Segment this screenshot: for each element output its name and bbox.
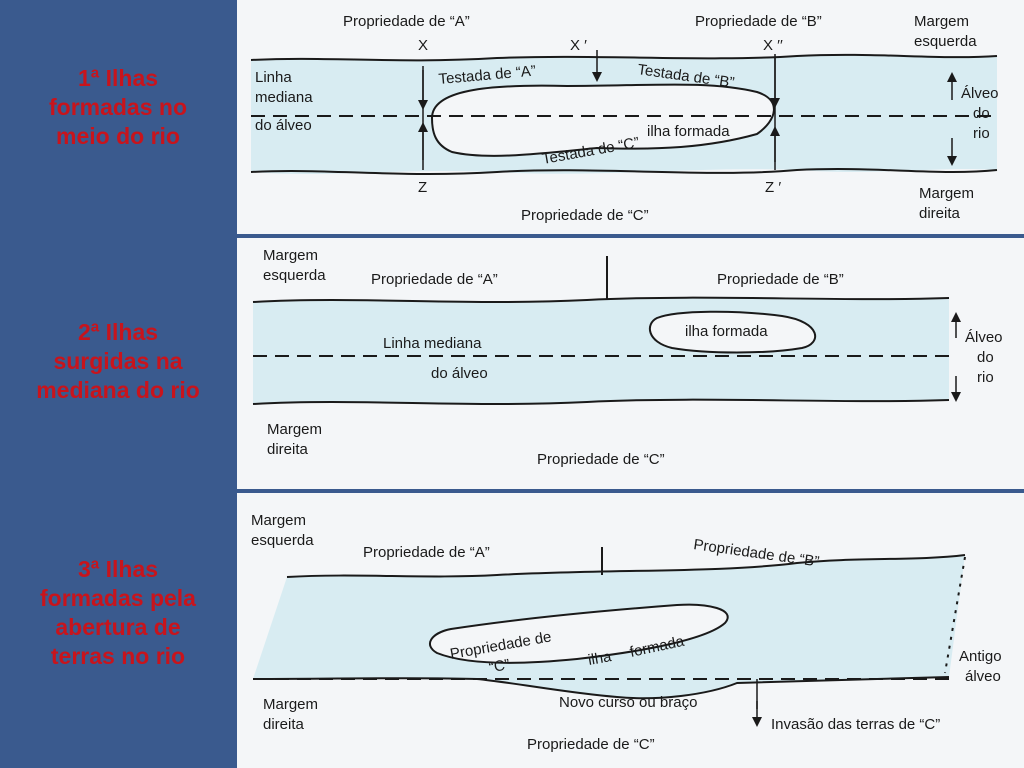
margem-direita-label: Margem direita: [263, 696, 318, 733]
z1-label: Z ′: [765, 179, 781, 196]
alveo-label: Álveo do rio: [961, 85, 999, 142]
diagram-3: Margem esquerda Propriedade de “A” Propri…: [251, 512, 1002, 753]
margem-direita-line: Margem: [263, 696, 318, 713]
caption-3-line: 3ª Ilhas: [77, 556, 159, 582]
alveo-label: Álveo do rio: [965, 329, 1003, 386]
prop-b-label: Propriedade de “B”: [717, 271, 844, 288]
antigo-alveo-line: álveo: [965, 668, 1001, 685]
caption-1: 1ª Ilhas formadas no meio do rio: [0, 64, 236, 151]
prop-c-label: Propriedade de “C”: [537, 451, 665, 468]
margem-esquerda-label: Margem esquerda: [914, 13, 977, 50]
river-water: [253, 297, 949, 404]
linha-mediana-line: mediana: [255, 89, 313, 106]
margem-esquerda-line: esquerda: [914, 33, 977, 50]
antigo-alveo-label: Antigo álveo: [959, 648, 1002, 685]
antigo-alveo-line: Antigo: [959, 648, 1002, 665]
x-label: X: [418, 37, 428, 54]
island-label: ilha formada: [647, 123, 730, 140]
left-panel: 1ª Ilhas formadas no meio do rio 2ª Ilha…: [0, 0, 236, 768]
margem-esquerda-label: Margem esquerda: [263, 247, 326, 284]
margem-direita-line: Margem: [267, 421, 322, 438]
invasao-label: Invasão das terras de “C”: [771, 716, 940, 733]
antigo-alveo-dotted: [944, 556, 966, 674]
diagram-panel-1: Propriedade de “A” Propriedade de “B” X …: [237, 0, 1024, 234]
caption-2-line: 2ª Ilhas: [77, 319, 159, 345]
right-bank-line: [252, 676, 950, 700]
island-label: ilha formada: [685, 323, 768, 340]
margem-esquerda-line: Margem: [914, 13, 969, 30]
caption-1-line: meio do rio: [56, 123, 180, 149]
left-bank-line: [250, 53, 998, 62]
island-prop-line: “C”: [488, 656, 511, 676]
diagram-panel-2: Margem esquerda Propriedade de “A” Propri…: [237, 238, 1024, 489]
novo-curso-label: Novo curso ou braço: [559, 694, 697, 711]
margem-direita-line: direita: [263, 716, 305, 733]
caption-2: 2ª Ilhas surgidas na mediana do rio: [0, 318, 236, 405]
caption-2-line: surgidas na: [53, 348, 183, 374]
prop-a-label: Propriedade de “A”: [343, 13, 470, 30]
diagram-panel-3: Margem esquerda Propriedade de “A” Propri…: [237, 493, 1024, 768]
margem-esquerda-label: Margem esquerda: [251, 512, 314, 549]
prop-c-label: Propriedade de “C”: [521, 207, 649, 224]
prop-a-label: Propriedade de “A”: [371, 271, 498, 288]
alveo-line: Álveo: [961, 85, 999, 102]
prop-b-label: Propriedade de “B”: [692, 536, 820, 570]
caption-3-line: abertura de: [55, 614, 181, 640]
caption-3-line: formadas pela: [40, 585, 196, 611]
margem-direita-line: Margem: [919, 185, 974, 202]
island-shape: [429, 603, 729, 664]
alveo-line: rio: [977, 369, 994, 386]
margem-esquerda-line: Margem: [251, 512, 306, 529]
linha-mediana-line: do álveo: [255, 117, 312, 134]
left-bank-line: [252, 296, 950, 303]
prop-c-label: Propriedade de “C”: [527, 736, 655, 753]
island-word-ilha: ilha: [587, 648, 614, 669]
alveo-line: Álveo: [965, 329, 1003, 346]
caption-3: 3ª Ilhas formadas pela abertura de terra…: [0, 555, 236, 671]
caption-3-line: terras no rio: [50, 643, 186, 669]
right-bank-line: [252, 398, 950, 405]
margem-direita-label: Margem direita: [267, 421, 322, 458]
prop-b-label: Propriedade de “B”: [695, 13, 822, 30]
right-bank-line: [250, 168, 998, 175]
margem-direita-line: direita: [919, 205, 961, 222]
diagram-2: Margem esquerda Propriedade de “A” Propri…: [252, 247, 1003, 468]
prop-a-label: Propriedade de “A”: [363, 544, 490, 561]
caption-1-line: formadas no: [48, 94, 188, 120]
linha-mediana-label: Linha mediana do álveo: [383, 335, 488, 382]
caption-1-line: 1ª Ilhas: [77, 65, 159, 91]
linha-mediana-line: Linha mediana: [383, 335, 482, 352]
island-shape: [648, 310, 817, 354]
left-bank-line: [286, 554, 966, 578]
x1-label: X ′: [570, 37, 587, 54]
alveo-line: do: [977, 349, 994, 366]
alveo-line: rio: [973, 125, 990, 142]
margem-direita-label: Margem direita: [919, 185, 974, 222]
linha-mediana-line: Linha: [255, 69, 292, 86]
margem-direita-line: direita: [267, 441, 309, 458]
alveo-line: do: [973, 105, 990, 122]
z-label: Z: [418, 179, 427, 196]
caption-2-line: mediana do rio: [36, 377, 200, 403]
x2-label: X ′′: [763, 37, 783, 54]
margem-esquerda-line: esquerda: [251, 532, 314, 549]
island-shape: [430, 83, 775, 157]
margem-esquerda-line: esquerda: [263, 267, 326, 284]
diagram-1: Propriedade de “A” Propriedade de “B” X …: [250, 13, 999, 224]
margem-esquerda-line: Margem: [263, 247, 318, 264]
linha-mediana-label: Linha mediana do álveo: [255, 69, 313, 134]
linha-mediana-line: do álveo: [431, 365, 488, 382]
